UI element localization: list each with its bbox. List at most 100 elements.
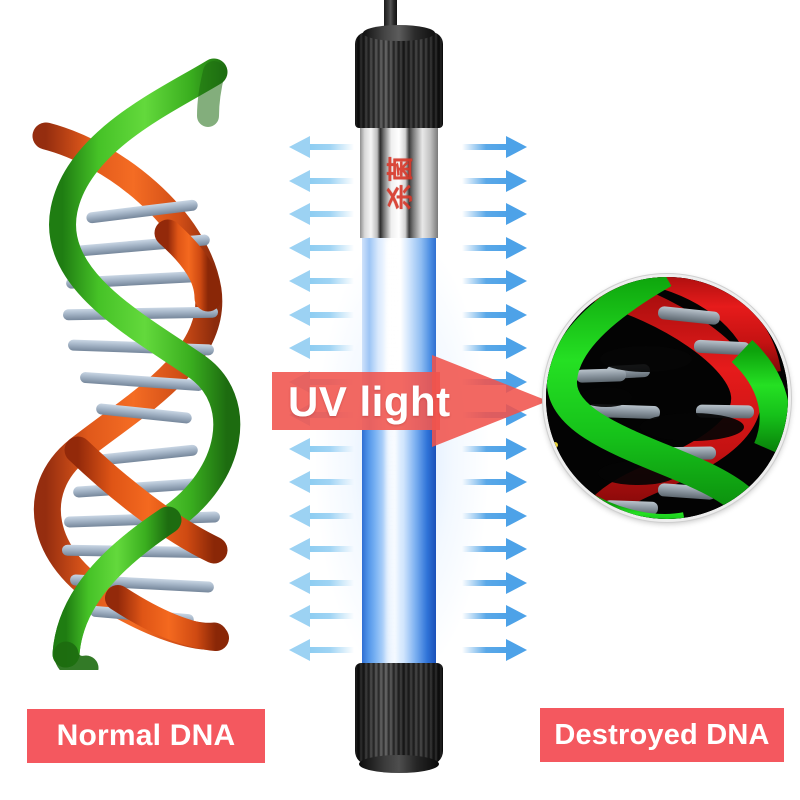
- uv-ray-arrow-left: [289, 337, 354, 359]
- uv-ray-head-icon: [289, 638, 310, 661]
- destroyed-dna-label: Destroyed DNA: [540, 708, 784, 762]
- uv-ray-head-icon: [506, 337, 527, 359]
- uv-ray-tail: [310, 144, 354, 150]
- top-end-cap: [355, 25, 443, 128]
- uv-ray-arrow-left: [289, 437, 354, 460]
- uv-ray-tail: [310, 345, 354, 351]
- uv-ray-tail: [462, 177, 506, 184]
- uv-ray-head-icon: [289, 136, 310, 158]
- uv-ray-arrow-right: [462, 303, 527, 326]
- uv-ray-tail: [310, 244, 354, 251]
- destroyed-dna-magnifier: [543, 274, 791, 522]
- uv-ray-tail: [310, 278, 354, 284]
- dna-strand-green-tail: [52, 506, 182, 670]
- uv-ray-arrow-left: [289, 136, 354, 158]
- chrome-printed-text: 杀菌: [385, 153, 416, 211]
- uv-ray-arrow-right: [462, 571, 527, 594]
- uv-ray-head-icon: [506, 236, 527, 259]
- uv-ray-tail: [462, 546, 506, 552]
- uv-ray-head-icon: [289, 270, 310, 292]
- uv-ray-head-icon: [506, 169, 527, 192]
- uv-ray-head-icon: [506, 270, 527, 292]
- uv-ray-head-icon: [506, 638, 527, 661]
- uv-ray-tail: [310, 445, 354, 452]
- uv-ray-tail: [462, 278, 506, 284]
- uv-ray-arrow-left: [289, 504, 354, 527]
- uv-ray-tail: [310, 579, 354, 586]
- uv-ray-arrow-left: [289, 169, 354, 192]
- uv-ray-arrow-left: [289, 571, 354, 594]
- uv-ray-arrow-right: [462, 337, 527, 359]
- uv-ray-tail: [462, 211, 506, 217]
- uv-ray-tail: [310, 613, 354, 619]
- uv-ray-head-icon: [289, 236, 310, 259]
- uv-ray-arrow-right: [462, 471, 527, 493]
- debris-speck: [552, 442, 558, 448]
- uv-ray-head-icon: [289, 571, 310, 594]
- uv-ray-head-icon: [289, 605, 310, 627]
- uv-ray-tail: [462, 646, 506, 653]
- uv-ray-tail: [310, 311, 354, 318]
- uv-ray-tail: [462, 244, 506, 251]
- normal-dna-label: Normal DNA: [27, 709, 265, 763]
- bottom-end-cap: [355, 663, 443, 773]
- destroyed-dna-label-text: Destroyed DNA: [554, 718, 770, 751]
- uv-light-arrow: UV light: [272, 355, 548, 447]
- uv-ray-arrow-left: [289, 638, 354, 661]
- uv-ray-head-icon: [506, 303, 527, 326]
- uv-ray-tail: [310, 646, 354, 653]
- uv-ray-head-icon: [506, 571, 527, 594]
- uv-ray-arrow-left: [289, 203, 354, 225]
- uv-ray-tail: [462, 613, 506, 619]
- uv-ray-arrow-left: [289, 236, 354, 259]
- dna-strand-orange-front: [64, 219, 229, 651]
- uv-ray-head-icon: [289, 437, 310, 460]
- uv-ray-head-icon: [289, 538, 310, 560]
- uv-ray-arrow-right: [462, 236, 527, 259]
- uv-ray-arrow-left: [289, 605, 354, 627]
- uv-ray-arrow-right: [462, 504, 527, 527]
- uv-ray-tail: [462, 579, 506, 586]
- chrome-collar: 杀菌: [360, 126, 438, 238]
- uv-ray-tail: [310, 479, 354, 485]
- uv-arrow-shaft: [272, 372, 440, 430]
- uv-light-label: UV light: [288, 378, 451, 425]
- normal-dna-label-text: Normal DNA: [56, 719, 236, 752]
- uv-tube-lower: [362, 430, 436, 678]
- uv-ray-head-icon: [289, 303, 310, 326]
- uv-ray-tail: [310, 512, 354, 519]
- uv-ray-head-icon: [506, 538, 527, 560]
- uv-ray-tail: [462, 479, 506, 485]
- uv-ray-arrow-right: [462, 270, 527, 292]
- uv-ray-arrow-right: [462, 605, 527, 627]
- uv-arrow-head: [432, 355, 548, 447]
- uv-ray-head-icon: [506, 136, 527, 158]
- uv-ray-arrow-left: [289, 270, 354, 292]
- uv-ray-tail: [310, 546, 354, 552]
- uv-ray-head-icon: [289, 471, 310, 493]
- uv-ray-head-icon: [506, 203, 527, 225]
- uv-ray-head-icon: [506, 471, 527, 493]
- uv-ray-head-icon: [289, 203, 310, 225]
- uv-ray-arrow-right: [462, 203, 527, 225]
- uv-ray-tail: [462, 512, 506, 519]
- uv-tube-filament: [386, 240, 397, 672]
- uv-ray-arrow-right: [462, 638, 527, 661]
- uv-ray-tail: [462, 144, 506, 150]
- uv-ray-head-icon: [289, 169, 310, 192]
- uv-ray-tail: [462, 445, 506, 452]
- uv-ray-arrow-left: [289, 471, 354, 493]
- uv-ray-arrow-left: [289, 303, 354, 326]
- uv-ray-head-icon: [506, 504, 527, 527]
- uv-ray-tail: [310, 211, 354, 217]
- dna-damage-smudges: [580, 346, 744, 485]
- uv-ray-arrow-left: [289, 538, 354, 560]
- normal-dna-helix: [18, 58, 254, 670]
- uv-ray-tail: [310, 177, 354, 184]
- uv-ray-head-icon: [506, 605, 527, 627]
- uv-ray-arrow-right: [462, 538, 527, 560]
- uv-ray-arrow-right: [462, 169, 527, 192]
- uv-ray-head-icon: [289, 504, 310, 527]
- uv-ray-tail: [462, 345, 506, 351]
